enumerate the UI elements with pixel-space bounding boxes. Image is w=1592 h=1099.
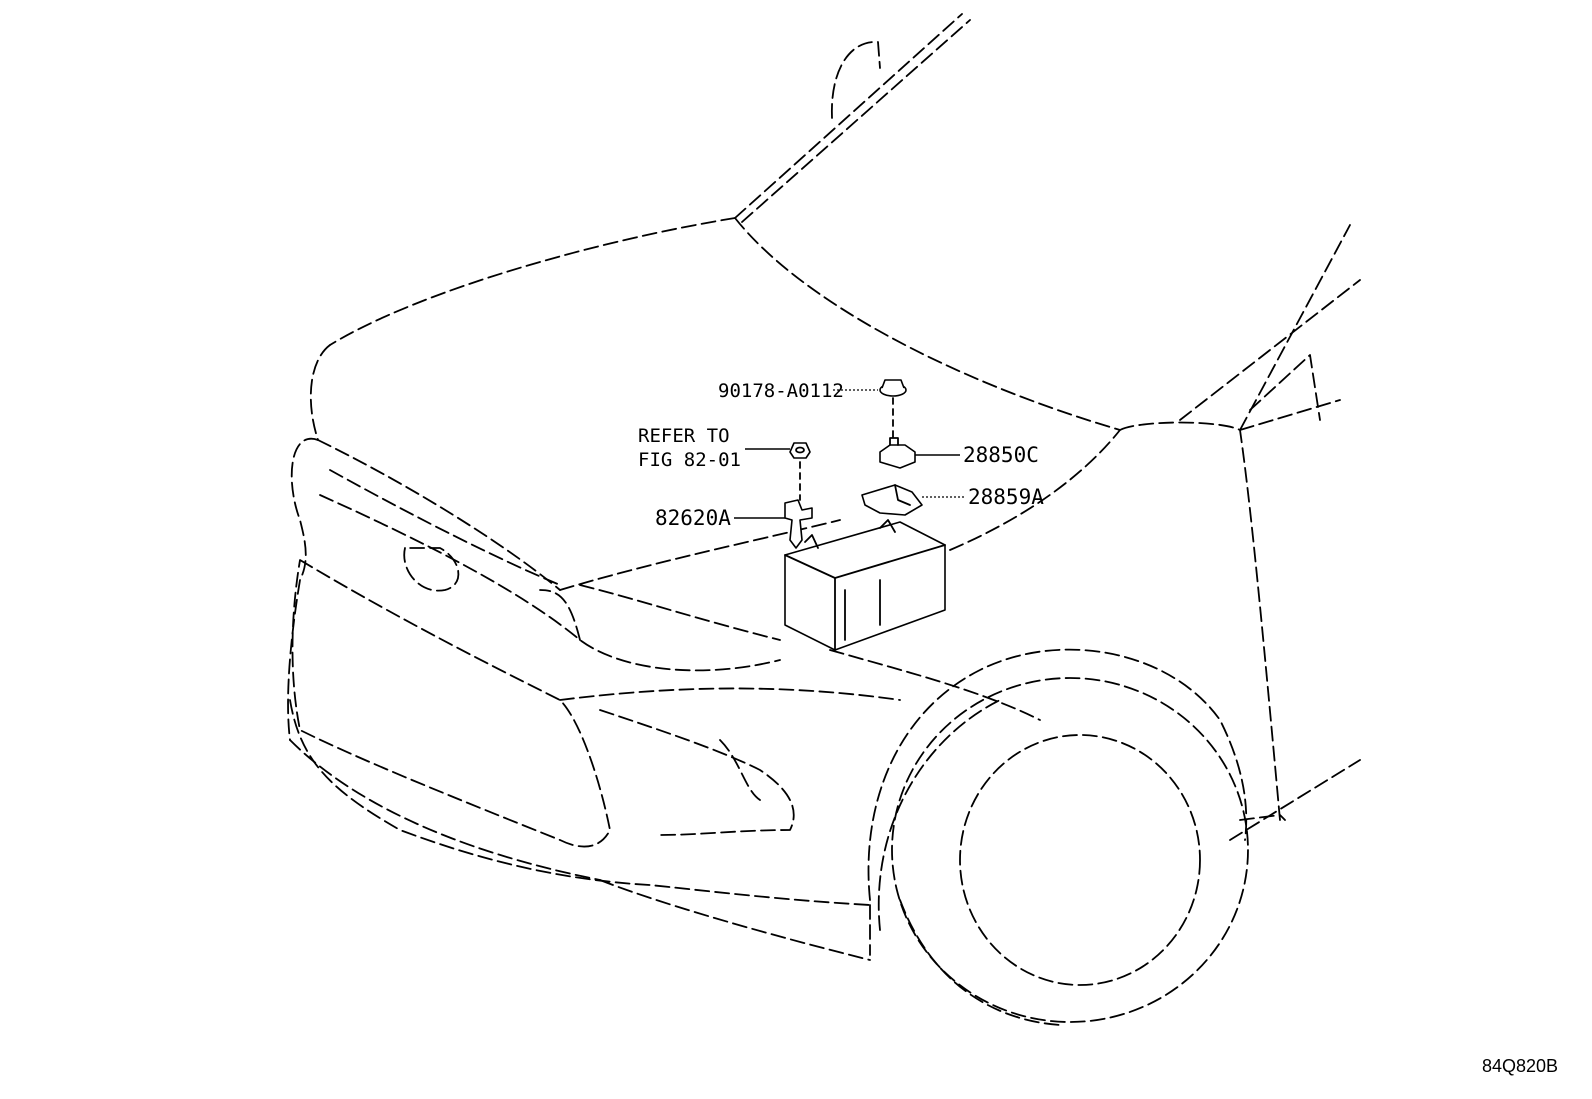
holder-28859a-icon (861, 484, 923, 516)
battery (784, 519, 946, 651)
nut-90178-icon (879, 379, 907, 397)
figure-code: 84Q820B (1482, 1056, 1558, 1076)
label-90178-a0112: 90178-A0112 (718, 380, 844, 402)
bracket-82620a-icon (784, 499, 813, 549)
clamp-28850c-icon (879, 437, 916, 469)
label-28850c: 28850C (963, 443, 1039, 467)
label-28859a: 28859A (968, 485, 1044, 509)
label-82620a: 82620A (655, 506, 731, 530)
label-fig-82-01: FIG 82-01 (638, 449, 741, 471)
leader-lines (734, 389, 965, 519)
nut-refer-icon (789, 442, 811, 459)
vehicle-outline (287, 13, 1361, 1026)
label-refer-to: REFER TO (638, 425, 730, 447)
